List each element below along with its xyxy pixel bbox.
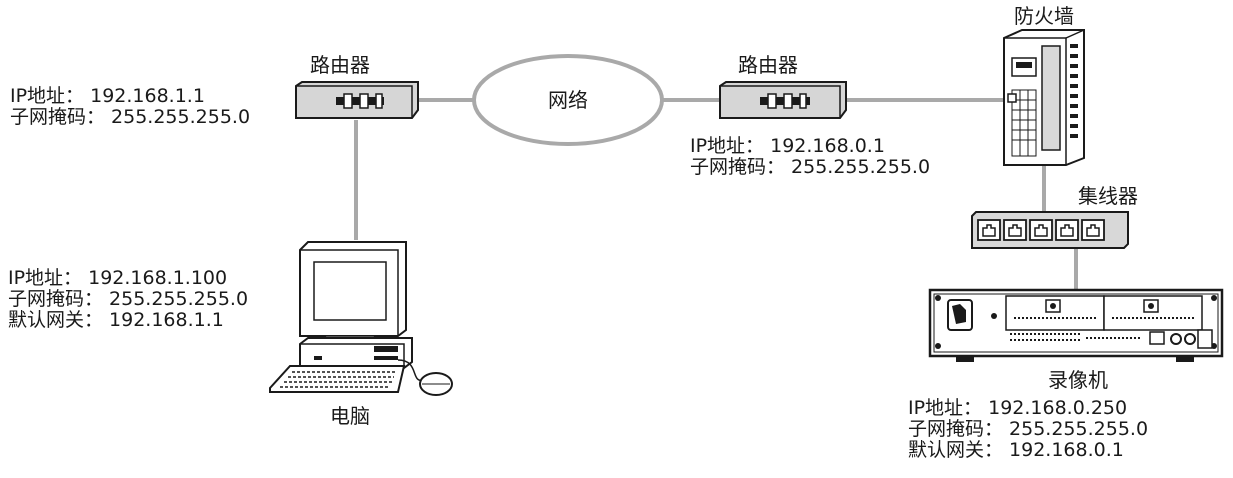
router-right-address: IP地址： 192.168.0.1 子网掩码： 255.255.255.0 bbox=[690, 136, 930, 178]
hub-icon bbox=[971, 211, 1129, 249]
network-cloud bbox=[472, 54, 664, 146]
recorder-icon bbox=[928, 288, 1224, 362]
router-left-icon bbox=[295, 81, 419, 119]
connections bbox=[354, 98, 1078, 290]
router-right-icon bbox=[719, 81, 847, 119]
network-title: 网络 bbox=[548, 88, 588, 112]
recorder-address: IP地址： 192.168.0.250 子网掩码： 255.255.255.0 … bbox=[908, 398, 1148, 461]
pc-ip: IP地址： 192.168.1.100 bbox=[8, 267, 228, 289]
router-left-title: 路由器 bbox=[310, 53, 370, 77]
recorder-mask: 子网掩码： 255.255.255.0 bbox=[908, 418, 1149, 440]
recorder-ip: IP地址： 192.168.0.250 bbox=[908, 397, 1128, 419]
recorder-gateway: 默认网关： 192.168.0.1 bbox=[908, 439, 1124, 461]
pc-gateway: 默认网关： 192.168.1.1 bbox=[8, 309, 224, 331]
pc-title: 电脑 bbox=[330, 404, 370, 428]
router-right-mask: 子网掩码： 255.255.255.0 bbox=[690, 156, 931, 178]
recorder-title: 录像机 bbox=[1048, 368, 1108, 392]
hub-title: 集线器 bbox=[1078, 184, 1138, 208]
router-left-address: IP地址： 192.168.1.1 子网掩码： 255.255.255.0 bbox=[10, 86, 250, 128]
firewall-title: 防火墙 bbox=[1014, 4, 1074, 28]
router-right-title: 路由器 bbox=[738, 53, 798, 77]
firewall-icon bbox=[1003, 29, 1085, 166]
router-right-ip: IP地址： 192.168.0.1 bbox=[690, 135, 885, 157]
pc-mask: 子网掩码： 255.255.255.0 bbox=[8, 288, 249, 310]
router-left-ip: IP地址： 192.168.1.1 bbox=[10, 85, 205, 107]
pc-icon bbox=[269, 241, 453, 396]
router-left-mask: 子网掩码： 255.255.255.0 bbox=[10, 106, 251, 128]
pc-address: IP地址： 192.168.1.100 子网掩码： 255.255.255.0 … bbox=[8, 268, 248, 331]
